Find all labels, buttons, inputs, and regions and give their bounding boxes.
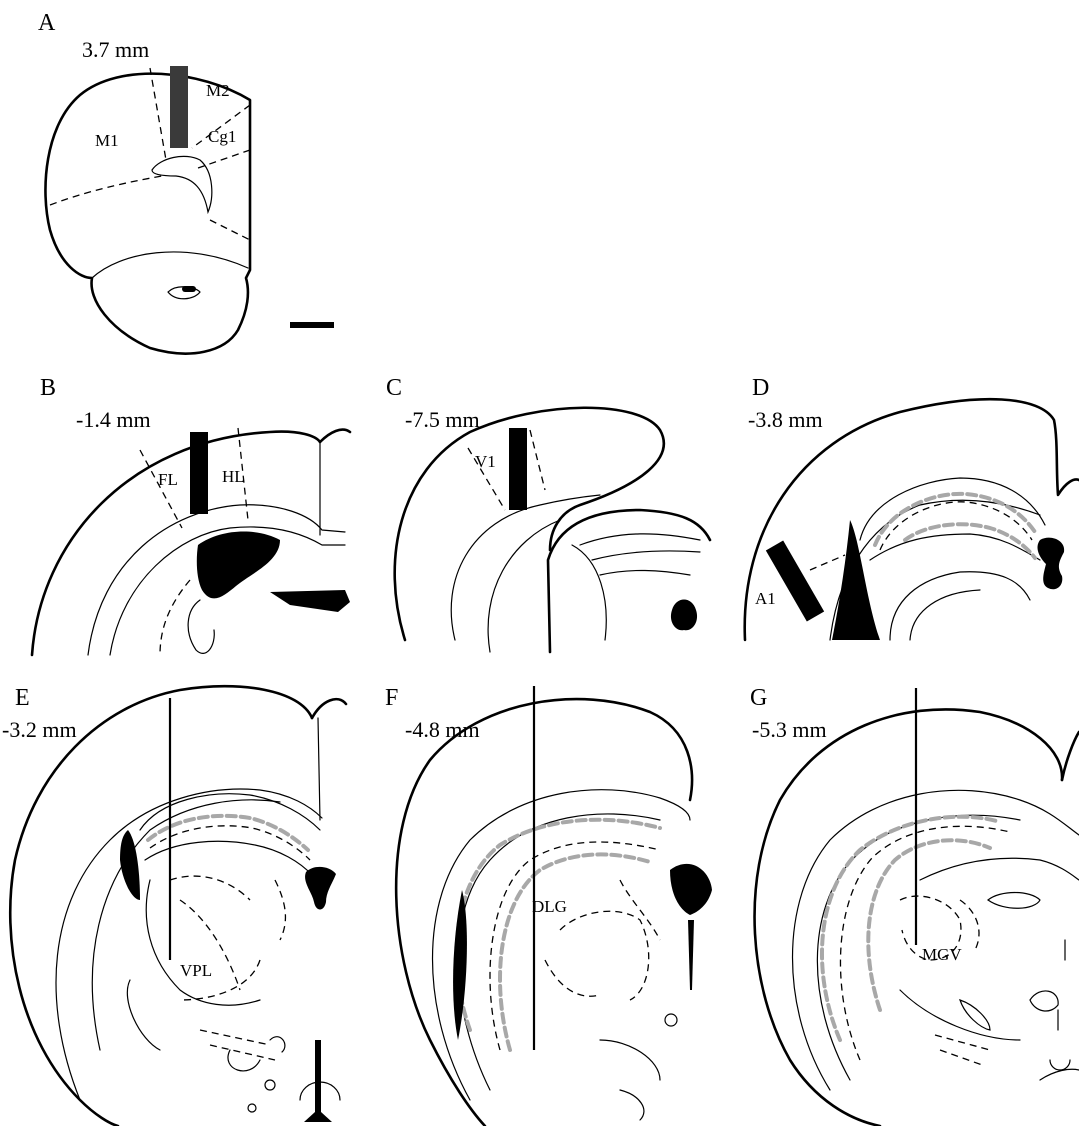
panel-e-lateral-ventricle	[120, 830, 140, 900]
panel-a-border-cg1-lower	[198, 150, 250, 168]
panel-f-white-matter	[433, 790, 691, 1100]
panel-c-aqueduct	[671, 600, 697, 631]
panel-g-letter: G	[750, 685, 767, 711]
panel-a-border-m1-lower	[50, 176, 162, 205]
panel-e-hippocampus-dash-inner	[150, 826, 310, 860]
panel-e-section-outline	[10, 686, 312, 1126]
panel-e-third-ventricle	[305, 867, 336, 910]
panel-c-depth: -7.5 mm	[405, 407, 480, 432]
panel-a-section-outline	[45, 74, 250, 354]
panel-f-label-dlg: DLG	[532, 897, 567, 916]
panel-e-white-matter	[56, 789, 322, 1100]
panel-g-section-outline	[755, 709, 1063, 1126]
panel-e-label-vpl: VPL	[180, 961, 212, 980]
panel-b-letter: B	[40, 375, 56, 401]
panel-e-bottom-stem	[304, 1040, 332, 1122]
panel-b-fimbria	[188, 600, 214, 653]
panel-a-ventricle-fill	[182, 286, 196, 292]
panel-e-cortex-inner	[92, 800, 280, 1050]
panel-d-inner-structures	[890, 572, 1030, 640]
panel-b-label-hl: HL	[222, 467, 245, 486]
panel-e-lower-dashes	[200, 1030, 275, 1060]
panel-c-letter: C	[386, 375, 402, 401]
panel-f-aqueduct-stem	[688, 920, 694, 990]
panel-c-cerebellum-lines	[580, 534, 700, 575]
panel-a-depth: 3.7 mm	[82, 37, 149, 62]
panel-g-right-column	[1040, 940, 1079, 1080]
panel-g-hippocampus-dashed-inner	[868, 840, 990, 1010]
panel-a-corpus-callosum	[152, 156, 212, 212]
panel-g-right-structures	[960, 893, 1058, 1031]
panel-a-label-m2: M2	[206, 81, 230, 100]
panel-a-border-medial-lower	[210, 220, 250, 240]
panel-g-cortex-inner	[817, 815, 1020, 1080]
panel-e-letter: E	[15, 685, 30, 711]
panel-f-depth: -4.8 mm	[405, 717, 480, 742]
panel-b-label-fl: FL	[158, 470, 178, 489]
panel-d-third-ventricle	[1038, 538, 1065, 590]
panel-g-midline-right	[1062, 732, 1079, 780]
panel-d: D -3.8 mm A1	[745, 375, 1079, 640]
panel-b-ventricle	[197, 532, 280, 599]
panel-c-border-medial	[530, 430, 545, 490]
panel-g-white-matter	[793, 790, 1079, 1090]
panel-b-lower-ventricle	[270, 590, 350, 612]
panel-d-hippocampus-outline	[860, 478, 1045, 560]
panel-f-hippocampus-dash	[490, 842, 660, 1050]
panel-c-midbrain	[572, 545, 606, 640]
panel-e: E -3.2 mm VPL	[2, 685, 346, 1126]
scale-bar	[290, 322, 334, 328]
panel-e-midline	[318, 718, 320, 820]
panel-f-hippocampus-dashed-outer	[457, 820, 660, 1030]
panel-b-depth: -1.4 mm	[76, 407, 151, 432]
panel-a-label-cg1: Cg1	[208, 127, 236, 146]
panel-g-lower-dashes	[935, 1035, 990, 1066]
panel-f-third-ventricle	[670, 864, 712, 915]
panel-b-recording-site	[190, 432, 208, 514]
panel-b-midline-right	[320, 430, 350, 442]
panel-e-internal-capsule	[146, 880, 260, 1005]
panel-b-dashed-internal	[160, 580, 190, 655]
panel-e-depth: -3.2 mm	[2, 717, 77, 742]
panel-d-label-a1: A1	[755, 589, 776, 608]
panel-d-recording-site	[766, 540, 824, 621]
panel-e-hippocampus-outline	[140, 794, 320, 875]
panel-d-a1-border	[810, 555, 845, 570]
panel-e-circles	[248, 1080, 340, 1112]
panel-c-recording-site	[509, 428, 527, 510]
panel-g-depth: -5.3 mm	[752, 717, 827, 742]
panel-a-label-m1: M1	[95, 131, 119, 150]
panel-d-letter: D	[752, 375, 769, 401]
panel-g: G -5.3 mm MGV	[750, 685, 1079, 1126]
panel-c-cerebellum-outline	[548, 510, 710, 652]
panel-d-depth: -3.8 mm	[748, 407, 823, 432]
panel-c: C -7.5 mm V1	[386, 375, 710, 652]
panel-e-midline-right	[312, 699, 346, 718]
panel-c-section-outline	[395, 408, 664, 640]
panel-g-hippocampus-dash	[840, 826, 1010, 1060]
panel-d-section-outline	[745, 399, 1079, 640]
panel-a-recording-site	[170, 66, 188, 148]
panel-a-letter: A	[38, 10, 56, 36]
panel-d-hippocampus-dashed	[875, 494, 1035, 558]
panel-f-hippocampus-dashed-inner	[500, 854, 650, 1050]
panel-e-thalamus-borders	[170, 876, 285, 1000]
panel-f-lower-structures	[600, 1014, 677, 1120]
panel-g-label-mgv: MGV	[922, 945, 962, 964]
panel-b: B -1.4 mm FL HL	[32, 375, 350, 655]
panel-f: F -4.8 mm DLG	[385, 685, 712, 1126]
panel-a-ventral-line	[92, 252, 248, 278]
panel-f-letter: F	[385, 685, 398, 711]
panel-c-inner-cortex	[451, 495, 600, 640]
panel-e-hippocampus-dashed	[148, 816, 308, 850]
panel-a-border-m1-m2	[150, 68, 166, 160]
panel-c-label-v1: V1	[475, 452, 496, 471]
panel-a: A 3.7 mm M1 M2 Cg1	[38, 10, 334, 354]
